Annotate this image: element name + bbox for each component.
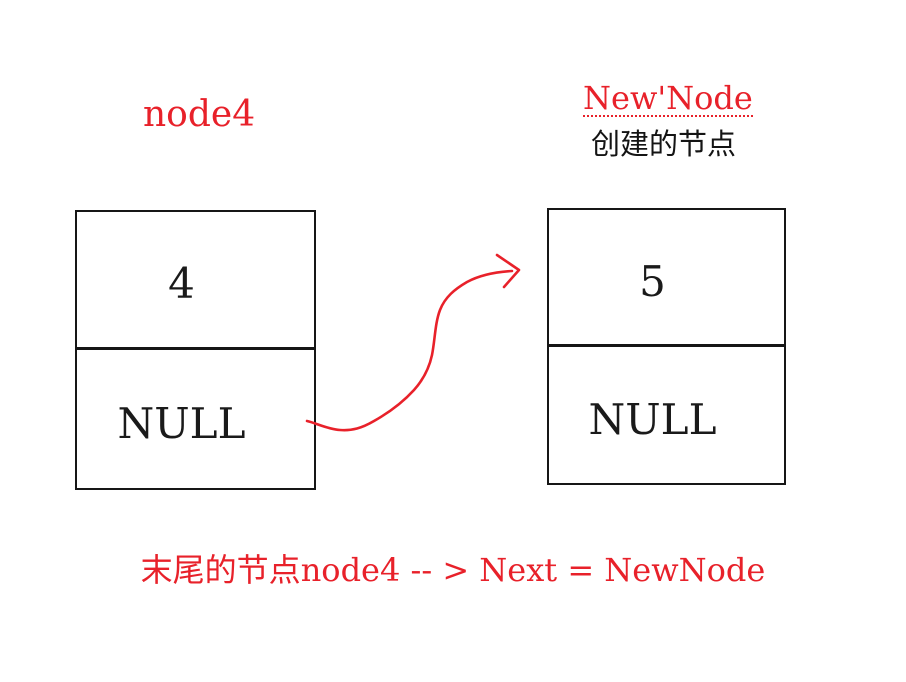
node4-value-cell: 4: [77, 212, 314, 350]
caption-chinese-text: 末尾的节点: [140, 552, 301, 588]
node-box-newnode: 5 NULL: [547, 208, 786, 485]
right-node-label: New'Node: [583, 79, 753, 117]
newnode-next-cell: NULL: [549, 347, 784, 483]
caption: 末尾的节点node4 -- > Next = NewNode: [0, 551, 906, 589]
newnode-next-pointer: NULL: [588, 394, 717, 444]
node-box-node4: 4 NULL: [75, 210, 316, 490]
newnode-value: 5: [639, 256, 666, 306]
caption-code-text: node4 -- > Next = NewNode: [300, 551, 766, 589]
node4-value: 4: [168, 259, 195, 308]
newnode-value-cell: 5: [549, 210, 784, 347]
next-pointer-arrowhead: [495, 253, 521, 289]
left-node-label: node4: [143, 94, 256, 135]
next-pointer-arrow-shaft: [305, 269, 514, 432]
node4-next-cell: NULL: [77, 350, 314, 488]
node4-next-pointer: NULL: [117, 398, 246, 448]
right-node-sublabel: 创建的节点: [591, 129, 737, 161]
